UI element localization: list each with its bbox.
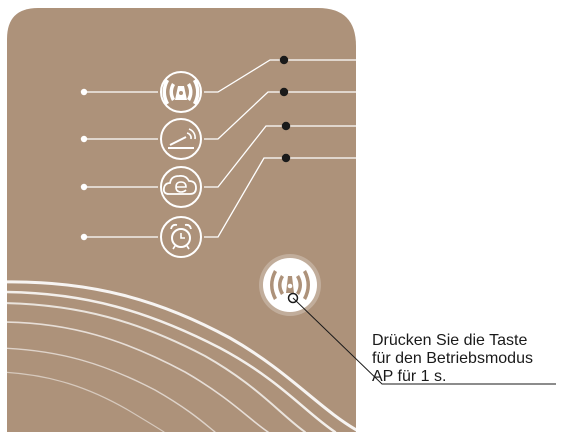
callout-leader-line	[292, 297, 556, 385]
connector-dot	[281, 153, 291, 163]
connector-line	[204, 157, 356, 238]
router-signal-icon	[160, 118, 202, 160]
device-panel	[7, 8, 356, 432]
connector-dot	[279, 87, 289, 97]
callout-line-2: für den Betriebsmodus	[372, 350, 533, 367]
connector-dot	[281, 121, 291, 131]
callout-line-3: AP für 1 s.	[372, 368, 447, 385]
connector-dot	[279, 55, 289, 65]
alarm-clock-icon	[160, 216, 202, 258]
indicator-dot	[80, 88, 88, 96]
cloud-e-icon	[160, 166, 202, 208]
connector-line	[204, 91, 356, 140]
indicator-dot	[80, 183, 88, 191]
callout-line-1: Drücken Sie die Taste	[372, 332, 528, 349]
wifi-ap-icon	[160, 71, 202, 113]
connector-line	[204, 59, 356, 93]
ap-mode-button[interactable]	[259, 254, 321, 316]
callout-text: Drücken Sie die Taste für den Betriebsmo…	[372, 332, 577, 386]
indicator-dot	[80, 233, 88, 241]
indicator-dot	[80, 135, 88, 143]
wifi-ap-button-icon	[270, 270, 310, 300]
wave-decoration	[7, 280, 356, 432]
connector-line	[204, 125, 356, 188]
